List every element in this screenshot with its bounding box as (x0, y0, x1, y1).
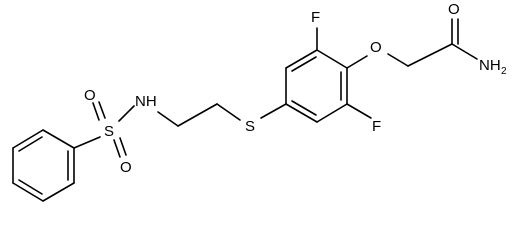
atom-o-sulfonyl-top: O (84, 87, 96, 104)
atom-o-sulfonyl-bottom: O (120, 159, 132, 176)
bond (92, 102, 100, 121)
molecule-svg: F F O O NH 2 S NH S O O (12, 1, 507, 202)
bonds (12, 18, 478, 202)
bond (18, 136, 43, 152)
atom-o-ether: O (370, 39, 382, 56)
bond (12, 182, 44, 202)
bond (113, 139, 121, 158)
bond (42, 129, 75, 149)
bond (285, 49, 318, 69)
bond (407, 43, 453, 67)
bond (260, 103, 287, 119)
bond (118, 105, 135, 122)
bond (316, 103, 348, 123)
bond (451, 43, 478, 60)
bond (119, 137, 127, 156)
bond (157, 111, 179, 127)
bond (387, 53, 409, 67)
bond (291, 56, 317, 72)
atom-s-thioether: S (245, 118, 255, 135)
bond (346, 103, 372, 119)
atom-o-carbonyl: O (448, 1, 460, 18)
bond (18, 179, 43, 195)
atom-amide-nh: NH (479, 57, 501, 74)
atom-f-top: F (311, 9, 320, 26)
bond (285, 103, 318, 123)
structure-diagram: F F O O NH 2 S NH S O O (12, 1, 507, 202)
bond (316, 49, 348, 69)
atom-amide-subscript: 2 (501, 66, 507, 77)
bond (177, 103, 218, 127)
bond (42, 182, 75, 202)
bond (12, 129, 44, 149)
atom-nh-sulfonamide: NH (135, 93, 157, 110)
bond (346, 55, 368, 69)
atom-s-sulfonyl: S (104, 123, 114, 140)
bond (216, 103, 241, 121)
bond (98, 101, 106, 119)
atom-labels: F F O O NH 2 S NH S O O (84, 1, 507, 176)
bond (291, 100, 317, 116)
atom-f-bottom: F (372, 118, 381, 135)
bond (73, 136, 101, 149)
